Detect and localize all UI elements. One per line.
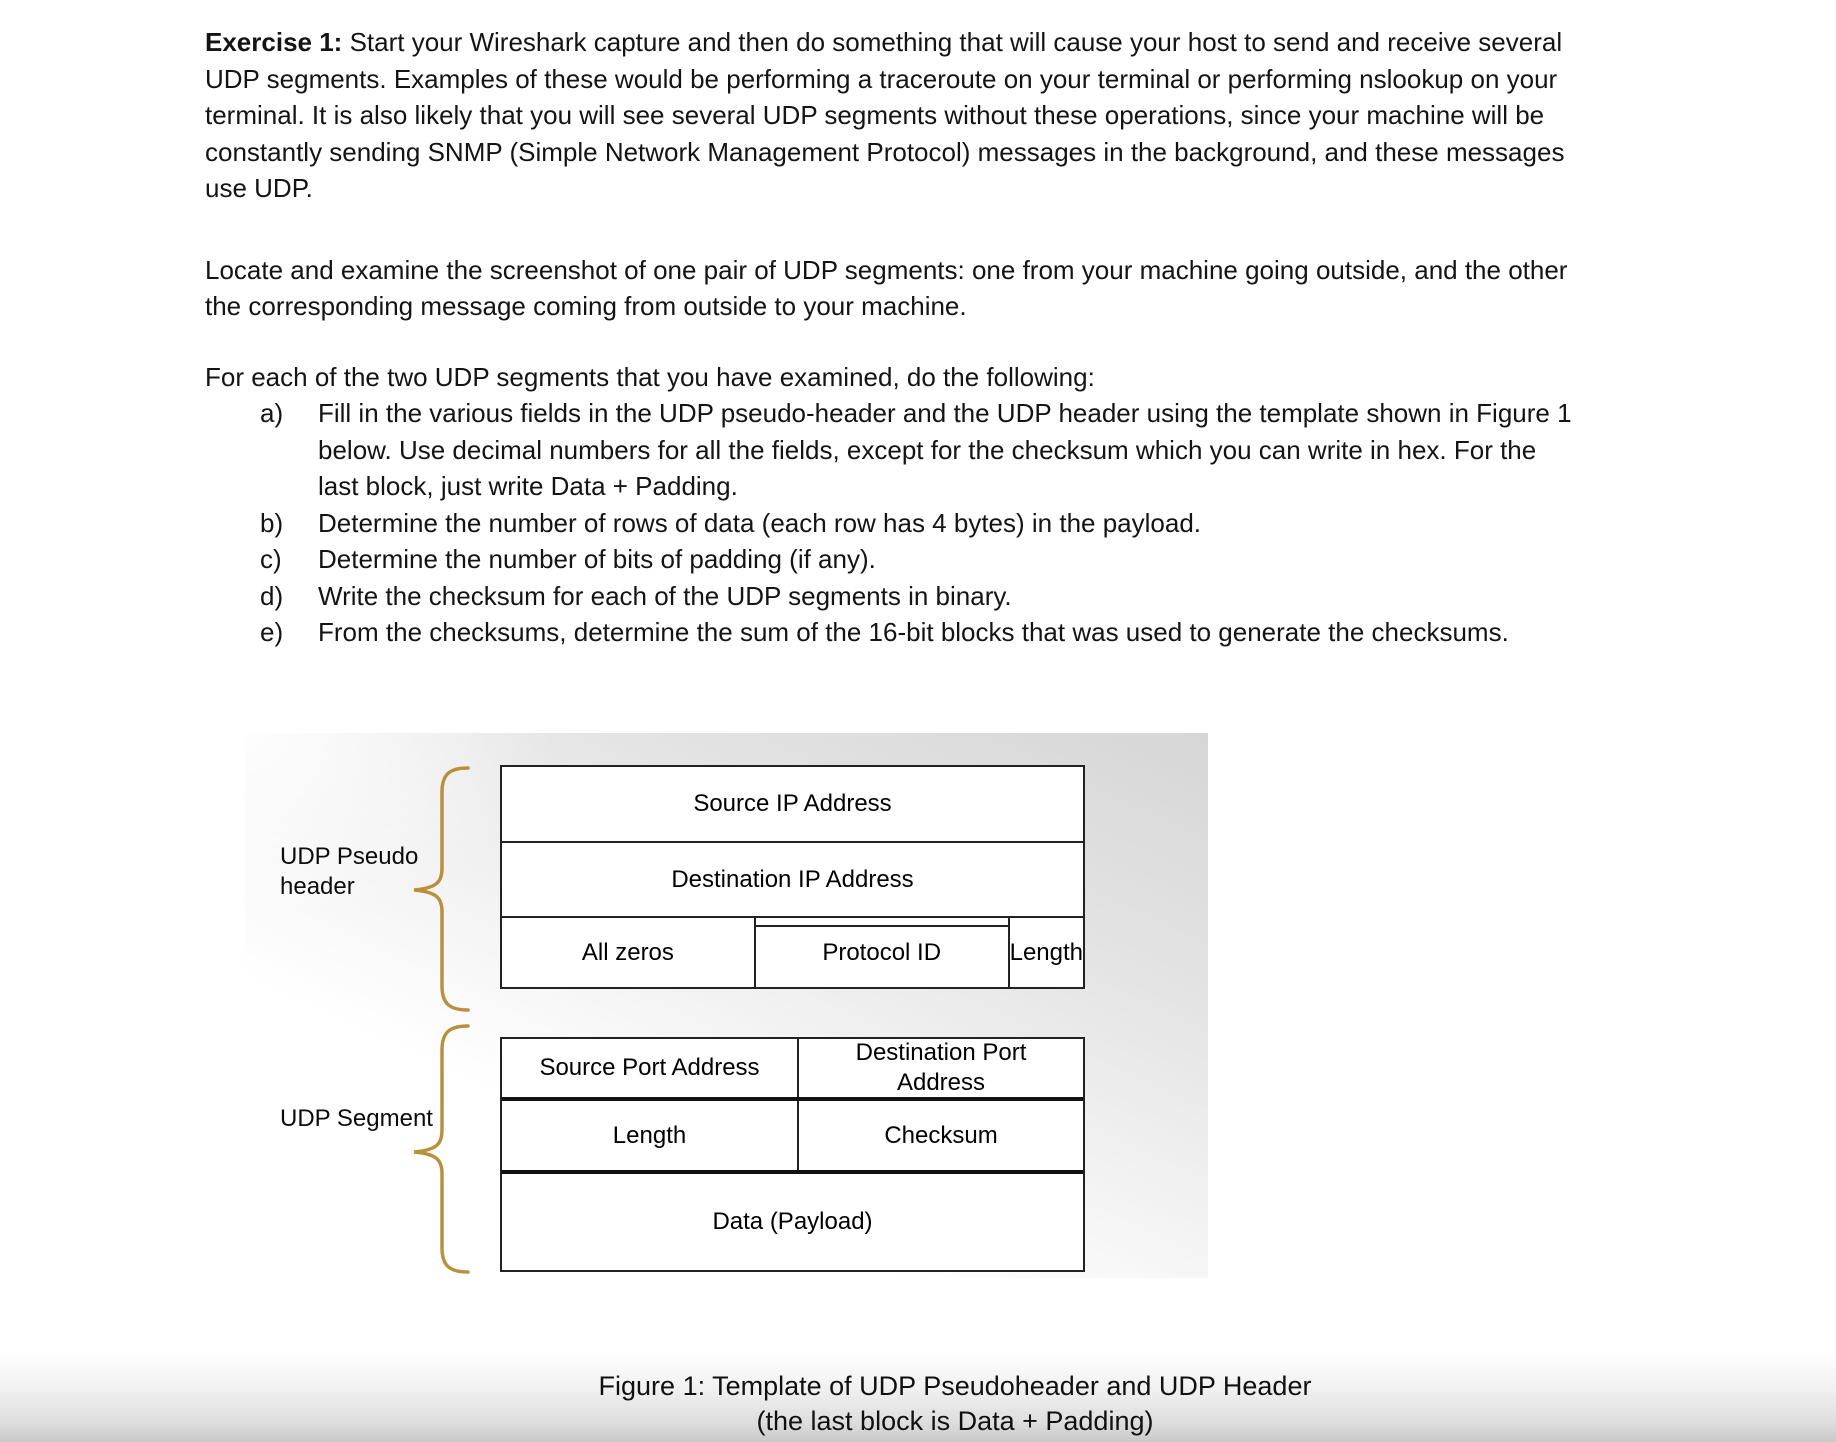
source-ip-cell: Source IP Address [693,790,892,817]
segment-row-data: Data (Payload) [502,1174,1083,1270]
pseudo-row-destination-ip: Destination IP Address [502,843,1083,918]
locate-paragraph: Locate and examine the screenshot of one… [205,254,1568,322]
figure-caption: Figure 1: Template of UDP Pseudoheader a… [598,1371,1312,1436]
udp-segment-table: Source Port Address Destination Port Add… [500,1037,1085,1272]
protocol-id-cell: Protocol ID [753,918,1010,987]
segment-row-ports: Source Port Address Destination Port Add… [502,1039,1083,1101]
list-item-a: a) Fill in the various fields in the UDP… [205,395,1771,505]
exercise-paragraph: Exercise 1: Start your Wireshark capture… [205,24,1771,207]
exercise-paragraph-text: Start your Wireshark capture and then do… [205,27,1565,203]
destination-ip-cell: Destination IP Address [671,865,914,893]
list-text-a: Fill in the various fields in the UDP ps… [318,398,1572,501]
pseudo-header-table: Source IP Address Destination IP Address… [500,765,1085,989]
udp-segment-brace [413,1024,470,1274]
pseudo-header-label: UDP Pseudo header [280,843,419,900]
list-marker-d: d) [260,580,284,611]
segment-row-length-checksum: Length Checksum [502,1101,1083,1174]
list-text-b: Determine the number of rows of data (ea… [318,507,1202,538]
source-port-cell: Source Port Address [502,1039,799,1097]
list-item-c: c) Determine the number of bits of paddi… [205,541,1771,578]
document-body-text: Exercise 1: Start your Wireshark capture… [205,24,1771,651]
list-item-e: e) From the checksums, determine the sum… [205,614,1771,651]
all-zeros-cell: All zeros [502,918,756,987]
page-bottom-gradient [0,1352,1836,1442]
destination-port-cell: Destination Port Address [855,1039,1027,1096]
pseudo-header-brace [413,766,470,1012]
pseudo-length-cell: Length [1009,938,1083,966]
list-text-c: Determine the number of bits of padding … [318,544,876,574]
protocol-id-topline [753,925,1010,927]
for-each-paragraph: For each of the two UDP segments that yo… [205,361,1095,392]
list-text-e: From the checksums, determine the sum of… [318,617,1509,647]
data-payload-cell: Data (Payload) [712,1208,873,1235]
list-marker-e: e) [260,617,284,647]
list-text-d: Write the checksum for each of the UDP s… [318,580,1012,611]
checksum-cell: Checksum [884,1121,998,1149]
exercise-label: Exercise 1: [205,27,343,57]
udp-segment-label: UDP Segment [280,1105,433,1132]
list-marker-c: c) [260,544,282,574]
segment-length-cell: Length [502,1101,799,1170]
pseudo-row-source-ip: Source IP Address [502,767,1083,843]
task-list: a) Fill in the various fields in the UDP… [205,395,1771,651]
list-marker-b: b) [260,507,284,538]
list-item-d: d) Write the checksum for each of the UD… [205,578,1771,615]
list-item-b: b) Determine the number of rows of data … [205,505,1771,542]
pseudo-row-meta: All zeros Protocol ID Length [502,918,1083,987]
list-marker-a: a) [260,398,284,428]
